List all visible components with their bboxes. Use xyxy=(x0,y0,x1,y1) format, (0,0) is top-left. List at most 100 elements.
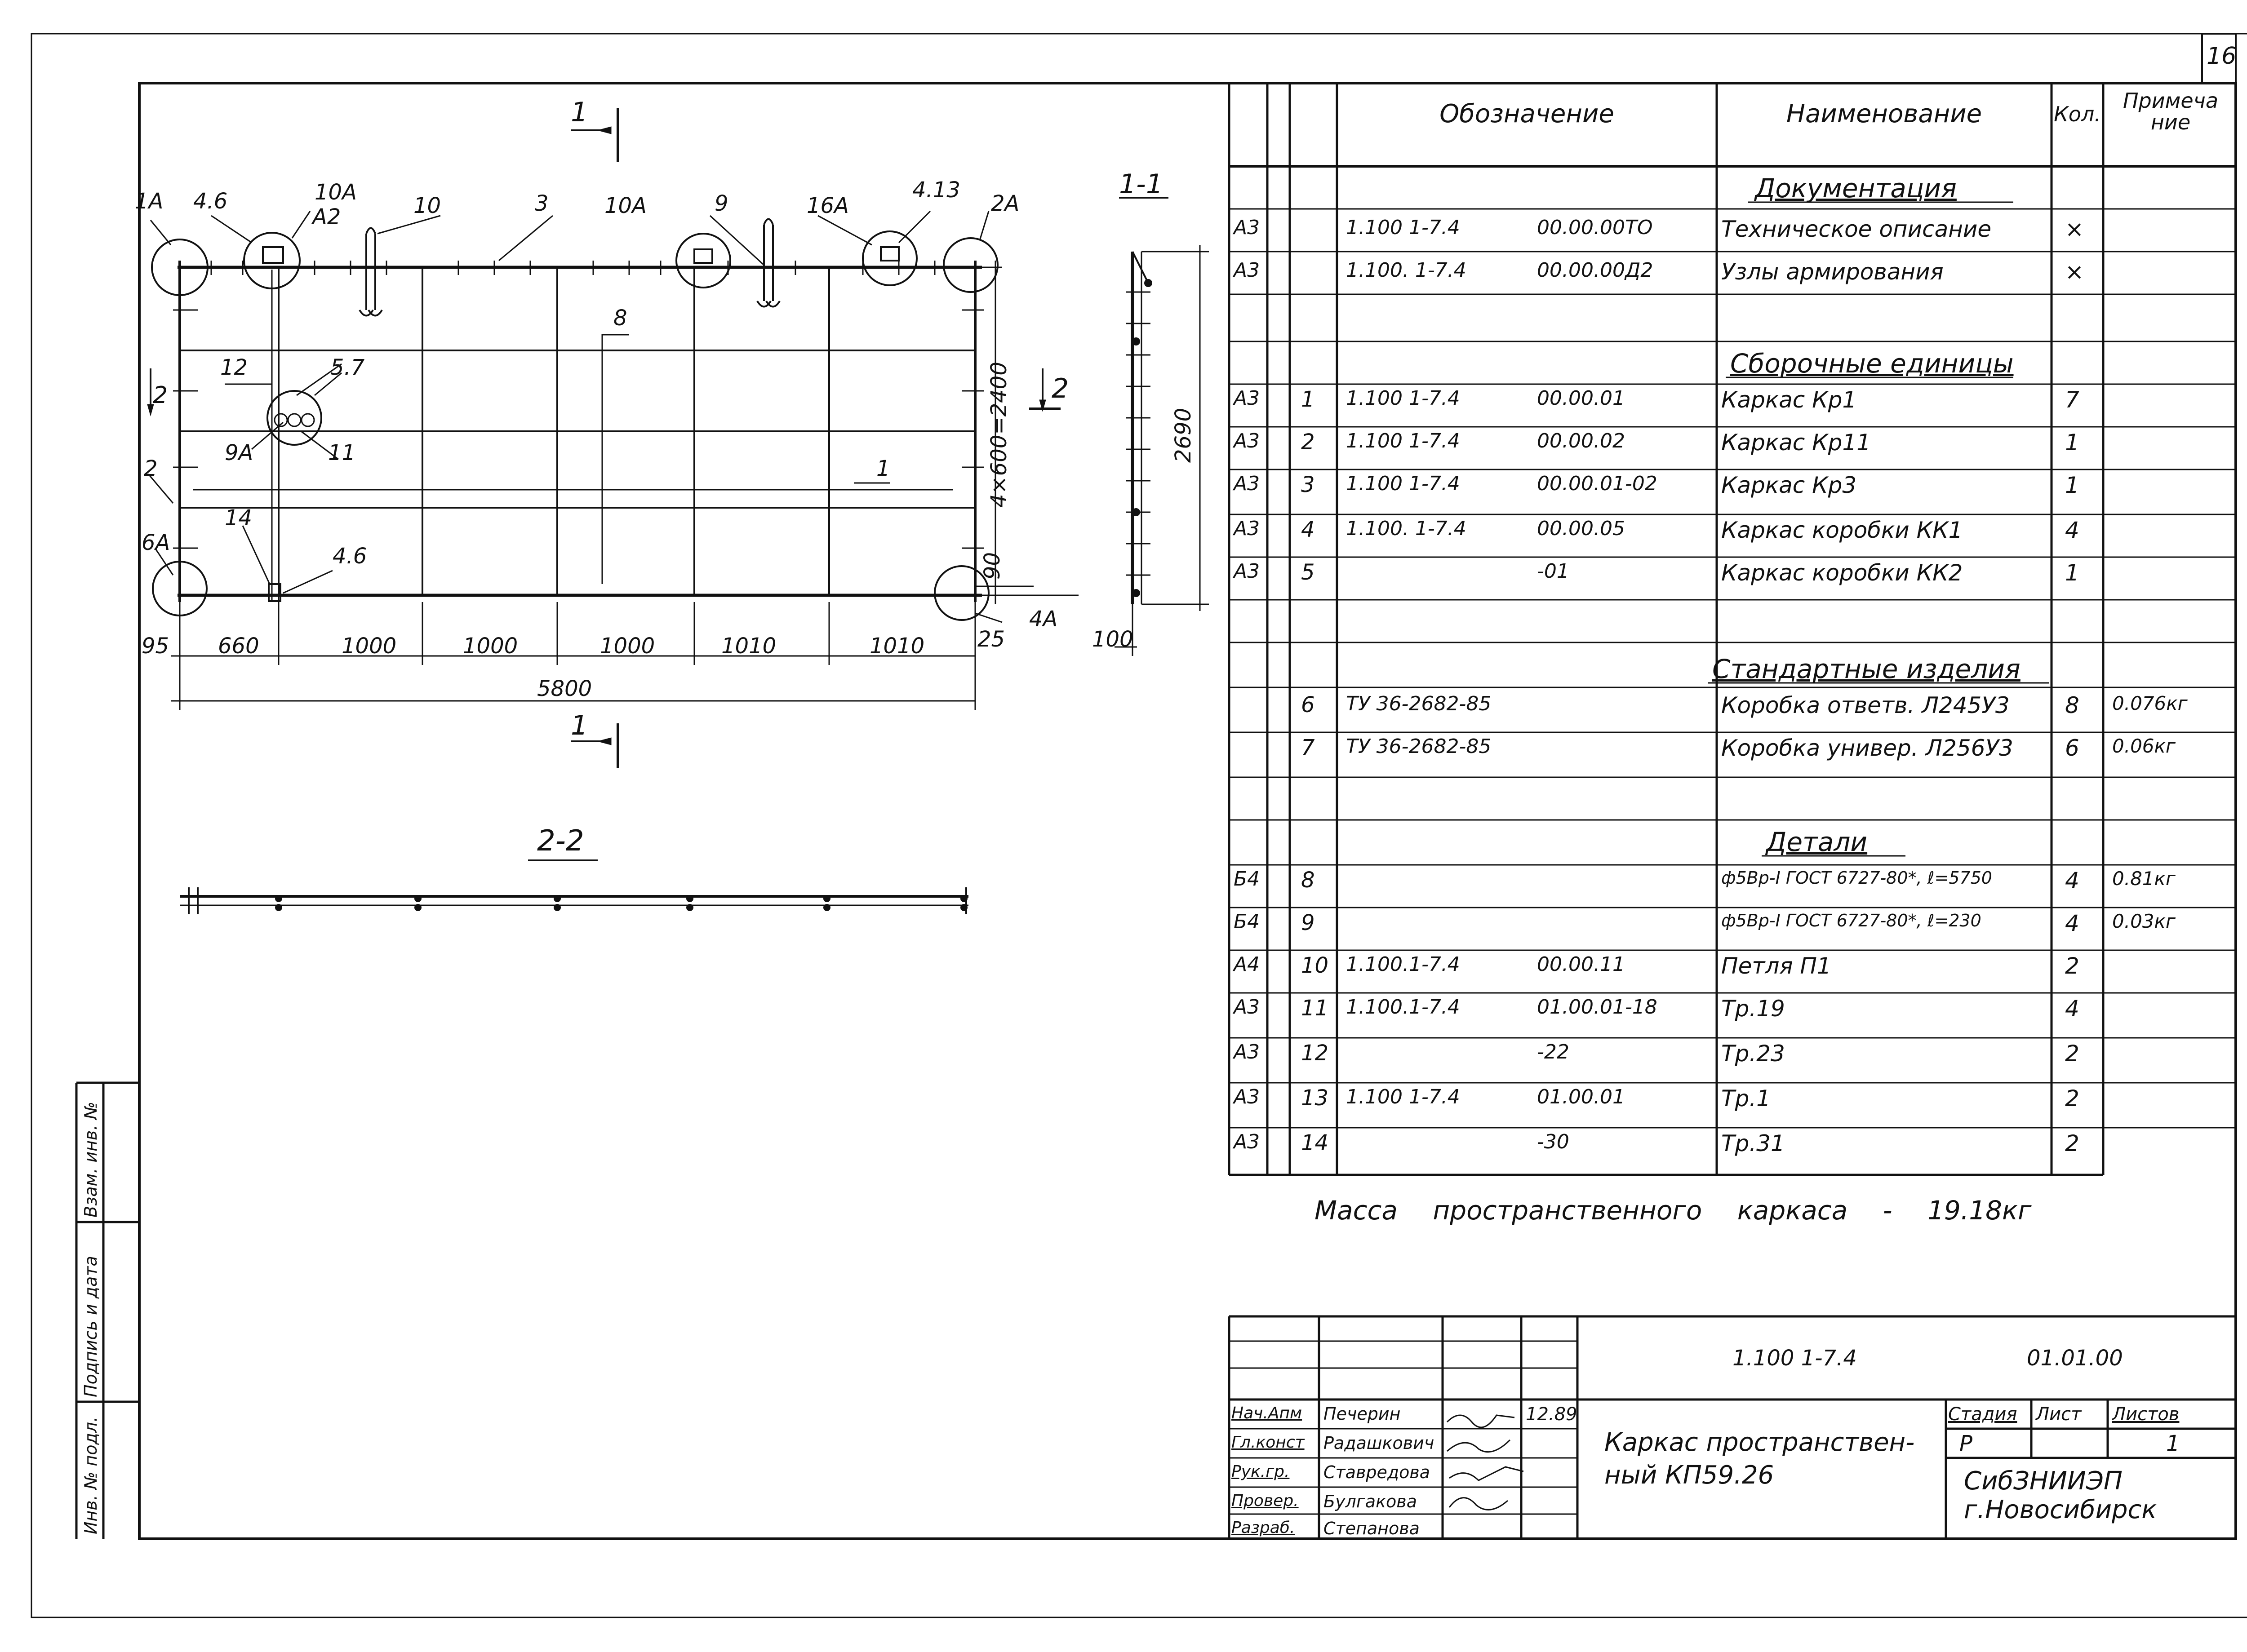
title-text: Каркас пространствен- ный КП59.26 xyxy=(1604,1428,1915,1490)
callout-A2: А2 xyxy=(312,204,341,230)
title-block-name: Ставредова xyxy=(1323,1462,1430,1482)
spec-row-code2: 00.00.05 xyxy=(1537,517,1625,540)
callout-6A: 6А xyxy=(142,530,170,555)
spec-row-code2: 00.00.01-02 xyxy=(1537,472,1657,495)
title-block-name: Радашкович xyxy=(1323,1433,1434,1453)
spec-row-pos: 14 xyxy=(1301,1130,1329,1156)
spec-row-name: Тр.1 xyxy=(1721,1085,1771,1112)
spec-row-name: ф5Вр-I ГОСТ 6727-80*, ℓ=5750 xyxy=(1721,868,1992,888)
dim-25: 25 xyxy=(977,627,1005,652)
spec-row-pos: 13 xyxy=(1301,1085,1329,1111)
callout-9A: 9А xyxy=(225,440,253,465)
callout-4-13: 4.13 xyxy=(912,177,960,203)
spec-row-qty: 2 xyxy=(2065,953,2079,979)
title-block-role: Гл.конст xyxy=(1231,1433,1305,1452)
organization: СибЗНИИЭП г.Новосибирск xyxy=(1964,1466,2157,1525)
spec-row-qty: 1 xyxy=(2065,560,2079,586)
spec-row-code: 1.100 1-7.4 xyxy=(1346,387,1460,410)
spec-row-note: 0.06кг xyxy=(2112,735,2176,757)
title-block-role: Рук.гр. xyxy=(1231,1462,1290,1481)
spec-row-qty: 7 xyxy=(2065,387,2079,413)
spec-row-pos: 1 xyxy=(1301,387,1315,412)
header-naimenovanie: Наименование xyxy=(1786,99,1982,128)
spec-row-name: Каркас коробки КК1 xyxy=(1721,517,1963,543)
spec-row-code2: -30 xyxy=(1537,1130,1569,1153)
spec-row-name: Каркас Кр3 xyxy=(1721,472,1857,498)
spec-row-code2: -22 xyxy=(1537,1041,1569,1063)
spec-row-code: 1.100 1-7.4 xyxy=(1346,216,1460,239)
header-primechanie: Примеча ние xyxy=(2123,89,2219,135)
spec-row-code: 1.100 1-7.4 xyxy=(1346,472,1460,495)
spec-row-qty: 1 xyxy=(2065,430,2079,456)
side-podpis: Подпись и дата xyxy=(81,1256,101,1397)
callout-4A: 4А xyxy=(1029,607,1058,632)
spec-row-code: 1.100.1-7.4 xyxy=(1346,953,1460,976)
callout-1A: 1А xyxy=(135,189,164,214)
spec-row-note: 0.81кг xyxy=(2112,868,2176,890)
title-block-name: Булгакова xyxy=(1323,1492,1417,1511)
spec-row-qty: 4 xyxy=(2065,910,2079,936)
spec-row-pos: 6 xyxy=(1301,692,1315,717)
dim-1000-a: 1000 xyxy=(342,633,397,659)
spec-row-code2: 00.00.01 xyxy=(1537,387,1625,410)
callout-8: 8 xyxy=(613,306,627,331)
spec-row-qty: 4 xyxy=(2065,868,2079,894)
cut-mark-top: 1 xyxy=(571,97,588,128)
spec-row-pos: 3 xyxy=(1301,472,1315,497)
spec-row-format: А3 xyxy=(1234,430,1260,452)
sheets-label: Листов xyxy=(2112,1404,2180,1425)
callout-12: 12 xyxy=(220,355,248,380)
callout-11: 11 xyxy=(328,440,356,465)
title-block-role: Разраб. xyxy=(1231,1519,1295,1537)
spec-row-format: А3 xyxy=(1234,517,1260,540)
spec-row-format: А3 xyxy=(1234,259,1260,282)
callout-4-6-b: 4.6 xyxy=(333,544,367,569)
spec-row-format: А3 xyxy=(1234,472,1260,495)
section-standard-items: Стандартные изделия xyxy=(1712,654,2021,684)
stage-label: Стадия xyxy=(1948,1404,2017,1425)
section-assembly-units: Сборочные единицы xyxy=(1730,348,2014,379)
spec-row-qty: 4 xyxy=(2065,517,2079,543)
spec-row-qty: 2 xyxy=(2065,1085,2079,1112)
sheets-value: 1 xyxy=(2166,1431,2180,1456)
dim-5800: 5800 xyxy=(537,676,592,701)
cut-mark-right: 2 xyxy=(1052,373,1069,404)
side-inv-podl: Инв. № подл. xyxy=(81,1416,101,1534)
dim-1010-a: 1010 xyxy=(721,633,777,659)
dim-660: 660 xyxy=(218,633,259,659)
spec-row-format: А3 xyxy=(1234,216,1260,239)
spec-row-format: А3 xyxy=(1234,996,1260,1019)
callout-10A: 10А xyxy=(315,180,357,205)
doc-code-2: 01.01.00 xyxy=(2027,1346,2123,1371)
section-1-1-label: 1-1 xyxy=(1119,168,1163,200)
callout-4-6: 4.6 xyxy=(193,189,228,214)
spec-row-name: Каркас Кр1 xyxy=(1721,387,1857,413)
spec-row-name: Узлы армирования xyxy=(1721,259,1944,285)
sheet-number: 16 xyxy=(2207,43,2237,70)
spec-row-name: Коробка универ. Л256У3 xyxy=(1721,735,2013,761)
stage-value: Р xyxy=(1959,1431,1972,1456)
dim-1000-c: 1000 xyxy=(600,633,655,659)
spec-row-note: 0.076кг xyxy=(2112,692,2188,714)
spec-row-format: А4 xyxy=(1234,953,1260,976)
spec-row-code: 1.100.1-7.4 xyxy=(1346,996,1460,1019)
callout-5-7: 5.7 xyxy=(330,355,365,380)
spec-row-format: А3 xyxy=(1234,1130,1260,1153)
spec-row-pos: 7 xyxy=(1301,735,1315,760)
spec-row-code: 1.100. 1-7.4 xyxy=(1346,517,1466,540)
dim-90: 90 xyxy=(980,552,1005,580)
title-block-date: 12.89 xyxy=(1526,1404,1577,1425)
title-block-name: Степанова xyxy=(1323,1519,1420,1538)
spec-row-pos: 11 xyxy=(1301,996,1329,1021)
side-vzam: Взам. инв. № xyxy=(81,1101,101,1218)
callout-2A: 2А xyxy=(991,191,1020,216)
spec-row-qty: 6 xyxy=(2065,735,2079,761)
spec-row-qty: 2 xyxy=(2065,1130,2079,1156)
spec-row-code2: 01.00.01-18 xyxy=(1537,996,1657,1019)
spec-row-pos: 4 xyxy=(1301,517,1315,542)
spec-row-code2: 00.00.00ТО xyxy=(1537,216,1653,239)
doc-code: 1.100 1-7.4 xyxy=(1732,1346,1857,1371)
section-1-1 xyxy=(1115,197,1209,656)
spec-row-qty: × xyxy=(2065,216,2084,242)
